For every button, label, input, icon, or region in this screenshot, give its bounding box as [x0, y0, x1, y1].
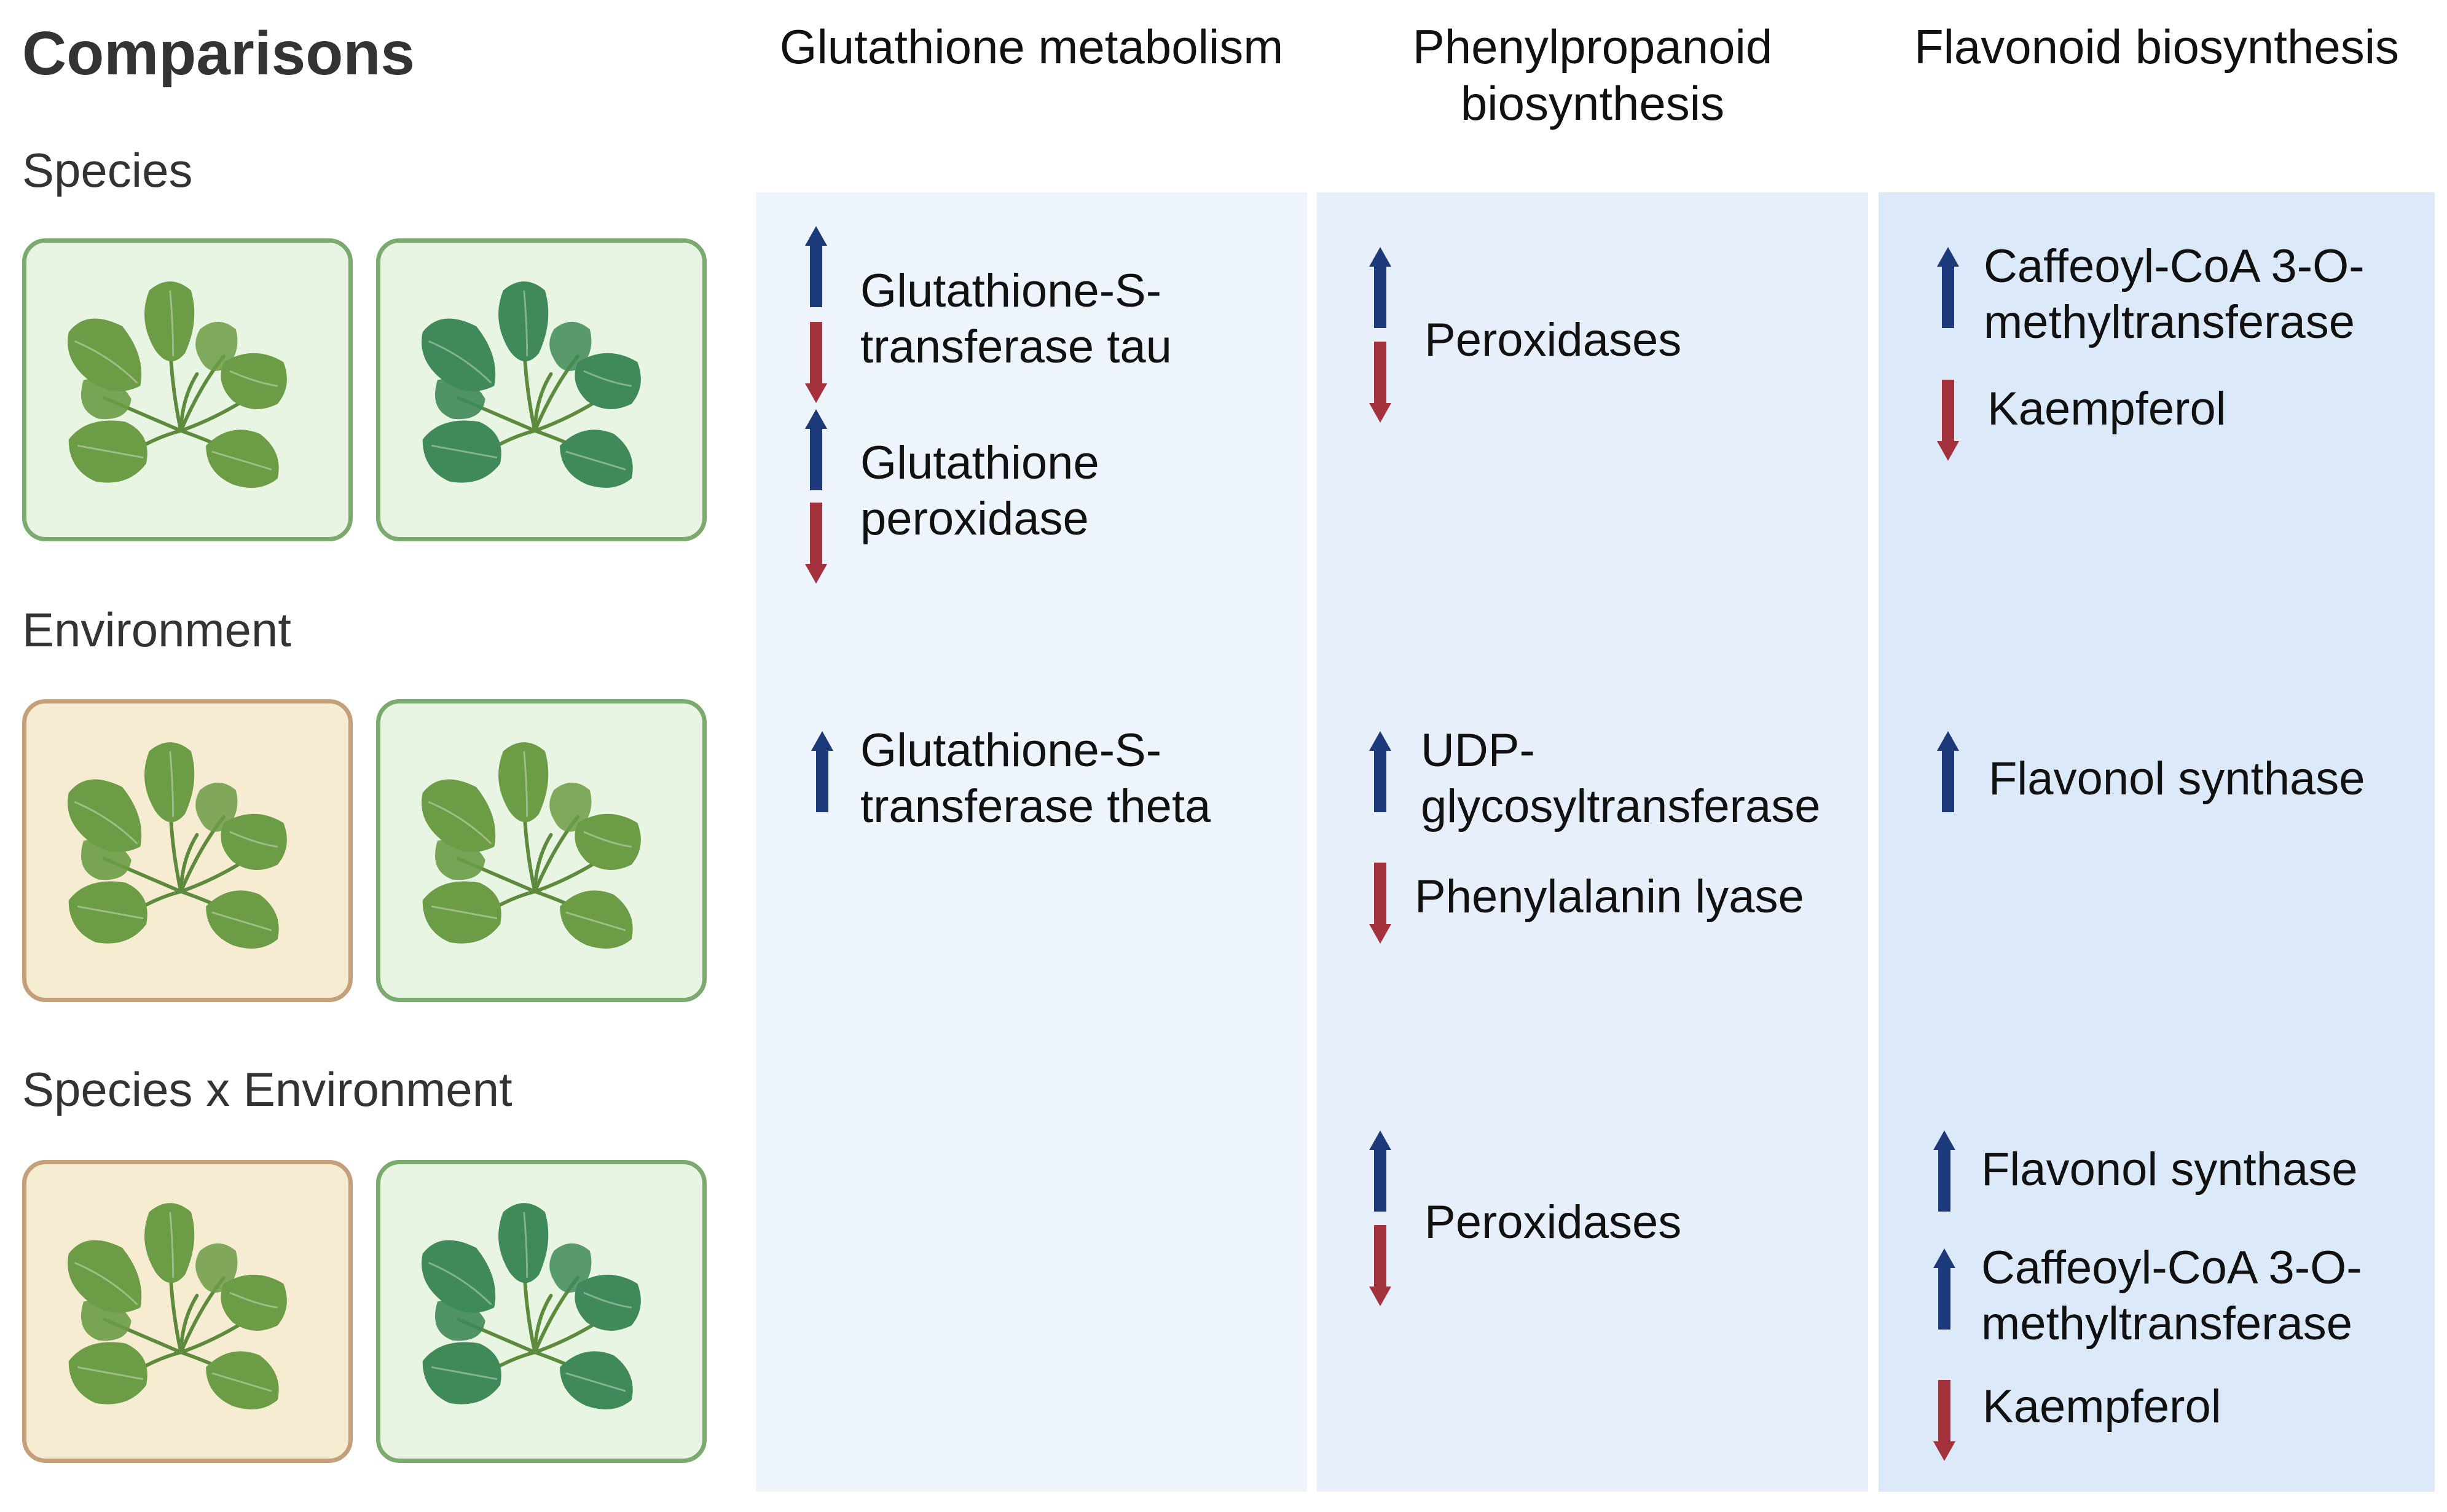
gene-flavonol-synthase-interaction: Flavonol synthase	[1981, 1143, 2358, 1196]
gene-gst-tau: Glutathione-S- transferase tau	[860, 263, 1172, 375]
plant-icon	[380, 703, 702, 998]
gene-peroxidases-species: Peroxidases	[1424, 314, 1682, 366]
gene-kaempferol-species: Kaempferol	[1987, 383, 2226, 435]
column-header-glutathione: Glutathione metabolism	[779, 20, 1284, 74]
down-arrow-icon	[1937, 380, 1959, 461]
gene-label-line: peroxidase	[860, 493, 1089, 545]
gene-label-line: methyltransferase	[1981, 1298, 2353, 1350]
up-arrow-icon	[1933, 1130, 1955, 1212]
up-arrow-icon	[805, 226, 827, 307]
column-header-phenylpropanoid-line2: biosynthesis	[1460, 76, 1725, 130]
gene-glutathione-peroxidase: Glutathione peroxidase	[860, 435, 1099, 547]
up-arrow-icon	[805, 409, 827, 490]
gene-label-line: UDP-	[1421, 724, 1535, 777]
panel-phenylpropanoid-biosynthesis	[1317, 192, 1868, 1492]
gene-gst-theta: Glutathione-S- transferase theta	[860, 723, 1211, 834]
plant-box-environment-a	[22, 699, 353, 1002]
gene-ccoaomt-interaction: Caffeoyl-CoA 3-O- methyltransferase	[1981, 1240, 2362, 1352]
up-arrow-icon	[1369, 731, 1391, 812]
up-arrow-icon	[811, 731, 833, 812]
column-header-phenylpropanoid-line1: Phenylpropanoid	[1412, 20, 1773, 74]
down-arrow-icon	[1369, 863, 1391, 944]
gene-label-line: glycosyltransferase	[1421, 780, 1821, 832]
plant-box-species-a	[22, 238, 353, 541]
plant-icon	[380, 1164, 702, 1459]
gene-label-line: Caffeoyl-CoA 3-O-	[1981, 1242, 2362, 1294]
gene-kaempferol-interaction: Kaempferol	[1982, 1381, 2221, 1433]
panel-glutathione-metabolism	[756, 192, 1307, 1492]
down-arrow-icon	[1369, 1225, 1391, 1306]
gene-label-line: transferase theta	[860, 780, 1211, 832]
down-arrow-icon	[805, 322, 827, 403]
row-label-species-x-environment: Species x Environment	[22, 1062, 513, 1116]
down-arrow-icon	[1933, 1380, 1955, 1461]
up-arrow-icon	[1369, 1130, 1391, 1212]
gene-label-line: transferase tau	[860, 321, 1172, 373]
gene-phenylalanin-lyase: Phenylalanin lyase	[1415, 871, 1804, 923]
gene-label-line: Glutathione-S-	[860, 724, 1162, 777]
gene-label-line: Caffeoyl-CoA 3-O-	[1984, 240, 2365, 292]
gene-label-line: Glutathione-S-	[860, 265, 1162, 317]
gene-ccoaomt-species: Caffeoyl-CoA 3-O- methyltransferase	[1984, 238, 2365, 350]
up-arrow-icon	[1937, 731, 1959, 812]
plant-icon	[26, 703, 348, 998]
panel-flavonoid-biosynthesis	[1879, 192, 2435, 1492]
gene-peroxidases-interaction: Peroxidases	[1424, 1196, 1682, 1248]
row-label-environment: Environment	[22, 603, 291, 657]
up-arrow-icon	[1369, 247, 1391, 328]
gene-flavonol-synthase-env: Flavonol synthase	[1989, 753, 2365, 805]
gene-label-line: methyltransferase	[1984, 296, 2355, 348]
row-label-species: Species	[22, 143, 193, 197]
gene-label-line: Glutathione	[860, 437, 1099, 489]
diagram-title: Comparisons	[22, 19, 415, 88]
plant-icon	[26, 243, 348, 537]
plant-box-environment-b	[376, 699, 707, 1002]
column-header-flavonoid: Flavonoid biosynthesis	[1914, 20, 2400, 74]
plant-icon	[26, 1164, 348, 1459]
down-arrow-icon	[1369, 342, 1391, 423]
up-arrow-icon	[1933, 1248, 1955, 1330]
plant-box-species-b	[376, 238, 707, 541]
plant-box-interaction-a	[22, 1160, 353, 1463]
plant-box-interaction-b	[376, 1160, 707, 1463]
down-arrow-icon	[805, 503, 827, 584]
column-header-phenylpropanoid: Phenylpropanoid biosynthesis	[1317, 18, 1868, 131]
up-arrow-icon	[1937, 247, 1959, 328]
plant-icon	[380, 243, 702, 537]
gene-udp-glycosyltransferase: UDP- glycosyltransferase	[1421, 723, 1821, 834]
